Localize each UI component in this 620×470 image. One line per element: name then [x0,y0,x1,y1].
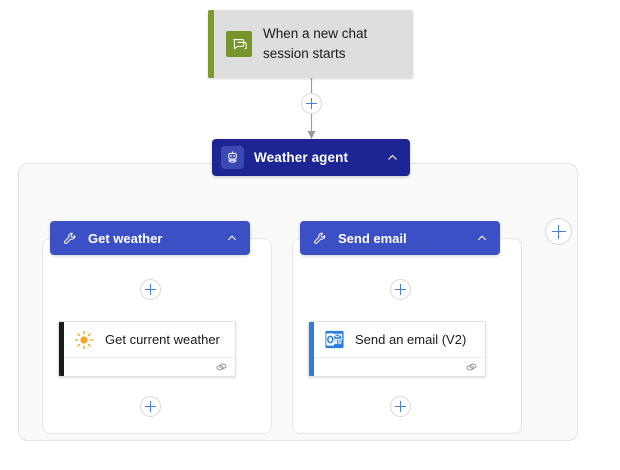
add-step-icon-send-email-bottom[interactable] [390,396,411,417]
action-footer [64,358,235,376]
add-step-icon-send-email-top[interactable] [390,279,411,300]
chevron-up-icon-agent[interactable] [384,150,400,166]
tool-title-get-weather: Get weather [88,230,163,246]
action-card-get-current-weather[interactable]: Get current weather [58,321,236,377]
chevron-up-icon-get-weather[interactable] [224,230,240,246]
tool-title-send-email: Send email [338,230,407,246]
bot-icon [221,146,244,169]
action-inner: Get current weather [64,322,235,376]
agent-title: Weather agent [254,150,349,165]
action-label-send-an-email: Send an email (V2) [355,332,467,347]
add-step-icon-after-trigger[interactable] [301,93,322,114]
action-accent-bar [59,322,64,376]
agent-node-weather-agent[interactable]: Weather agent [212,139,410,176]
action-footer [314,358,485,376]
chevron-up-icon-send-email[interactable] [474,230,490,246]
action-top-row: Send an email (V2) [314,322,485,358]
action-inner: Send an email (V2) [314,322,485,376]
sun-icon [73,329,95,351]
action-accent-bar [309,322,314,376]
add-tool-icon[interactable] [545,218,572,245]
trigger-body: When a new chat session starts [214,24,413,63]
add-step-icon-get-weather-top[interactable] [140,279,161,300]
wrench-icon-send-email [311,230,328,247]
add-step-icon-get-weather-bottom[interactable] [140,396,161,417]
trigger-accent-bar [208,10,214,78]
tool-node-get-weather[interactable]: Get weather [50,221,250,255]
outlook-icon [323,329,345,351]
link-icon-get-current-weather[interactable] [215,361,228,374]
wrench-icon-get-weather [61,230,78,247]
trigger-label: When a new chat session starts [263,26,368,61]
action-card-send-an-email[interactable]: Send an email (V2) [308,321,486,377]
action-top-row: Get current weather [64,322,235,358]
trigger-node[interactable]: When a new chat session starts [208,10,413,78]
action-label-get-current-weather: Get current weather [105,332,220,347]
chat-bubble-icon [226,31,252,57]
tool-node-send-email[interactable]: Send email [300,221,500,255]
link-icon-send-an-email[interactable] [465,361,478,374]
